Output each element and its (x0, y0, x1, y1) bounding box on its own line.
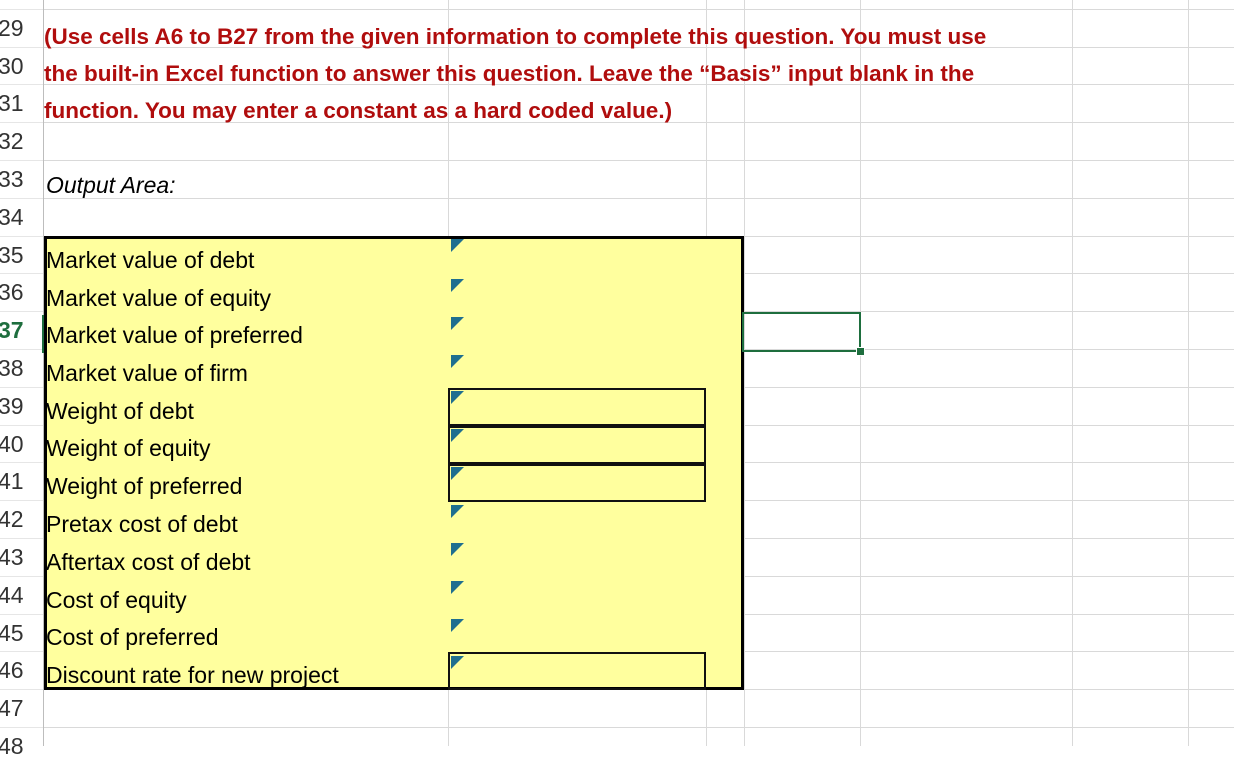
row-number-33[interactable]: 33 (0, 166, 24, 192)
row-header-separator (0, 236, 44, 237)
row-gridline (44, 122, 1234, 123)
instruction-line: the built-in Excel function to answer th… (44, 61, 975, 86)
instruction-line: (Use cells A6 to B27 from the given info… (44, 24, 987, 49)
row-header-separator (0, 198, 44, 199)
row-header-separator (0, 349, 44, 350)
row-header-separator (0, 425, 44, 426)
output-label-pretax-cost-debt[interactable]: Pretax cost of debt (46, 511, 238, 537)
row-number-47[interactable]: 47 (0, 695, 24, 721)
row-number-40[interactable]: 40 (0, 431, 24, 457)
active-row-indicator (42, 315, 45, 353)
row-number-29[interactable]: 29 (0, 15, 24, 41)
output-label-market-value-equity[interactable]: Market value of equity (46, 285, 272, 311)
row-header-separator (0, 47, 44, 48)
instruction-text: (Use cells A6 to B27 from the given info… (44, 0, 1204, 129)
row-number-37[interactable]: 37 (0, 317, 24, 343)
column-gridline (744, 0, 745, 746)
row-gridline (44, 727, 1234, 728)
row-number-31[interactable]: 31 (0, 90, 24, 116)
row-header-separator (0, 122, 44, 123)
comment-indicator-icon[interactable] (451, 429, 464, 442)
fill-handle[interactable] (856, 347, 865, 356)
row-number-36[interactable]: 36 (0, 279, 24, 305)
output-label-cost-preferred[interactable]: Cost of preferred (46, 624, 219, 650)
row-number-32[interactable]: 32 (0, 128, 24, 154)
row-header-edge (43, 0, 44, 746)
input-cell-weight-preferred[interactable] (448, 464, 706, 502)
row-number-28[interactable]: 28 (0, 0, 38, 9)
comment-indicator-icon[interactable] (451, 619, 464, 632)
comment-indicator-icon[interactable] (451, 505, 464, 518)
selected-cell[interactable] (742, 312, 861, 352)
row-header-separator (0, 84, 44, 85)
row-header-separator (0, 273, 44, 274)
output-label-aftertax-cost-debt[interactable]: Aftertax cost of debt (46, 549, 251, 575)
output-label-market-value-firm[interactable]: Market value of firm (46, 360, 248, 386)
output-label-weight-preferred[interactable]: Weight of preferred (46, 473, 243, 499)
row-number-38[interactable]: 38 (0, 355, 24, 381)
row-number-39[interactable]: 39 (0, 393, 24, 419)
comment-indicator-icon[interactable] (451, 391, 464, 404)
row-number-42[interactable]: 42 (0, 506, 24, 532)
column-gridline (860, 0, 861, 746)
row-number-30[interactable]: 30 (0, 53, 24, 79)
row-header-separator (0, 576, 44, 577)
row-number-43[interactable]: 43 (0, 544, 24, 570)
instruction-line: function. You may enter a constant as a … (44, 98, 673, 123)
row-gridline (44, 47, 1234, 48)
row-gridline (44, 198, 1234, 199)
output-label-discount-rate[interactable]: Discount rate for new project (46, 662, 339, 688)
comment-indicator-icon[interactable] (451, 656, 464, 669)
row-header-separator (0, 651, 44, 652)
output-label-weight-equity[interactable]: Weight of equity (46, 435, 211, 461)
output-label-weight-debt[interactable]: Weight of debt (46, 398, 194, 424)
comment-indicator-icon[interactable] (451, 279, 464, 292)
column-gridline (1072, 0, 1073, 746)
row-number-41[interactable]: 41 (0, 468, 24, 494)
row-header-separator (0, 160, 44, 161)
row-number-44[interactable]: 44 (0, 582, 24, 608)
row-number-34[interactable]: 34 (0, 204, 24, 230)
row-header-separator (0, 311, 44, 312)
comment-indicator-icon[interactable] (451, 239, 464, 252)
row-gridline (44, 84, 1234, 85)
row-header-separator (0, 462, 44, 463)
output-label-market-value-debt[interactable]: Market value of debt (46, 247, 255, 273)
comment-indicator-icon[interactable] (451, 355, 464, 368)
row-gridline (44, 9, 1234, 10)
output-area-label: Output Area: (46, 172, 176, 198)
comment-indicator-icon[interactable] (451, 543, 464, 556)
row-number-35[interactable]: 35 (0, 242, 24, 268)
row-header-separator (0, 500, 44, 501)
output-label-cost-equity[interactable]: Cost of equity (46, 587, 187, 613)
row-number-46[interactable]: 46 (0, 657, 24, 683)
column-gridline (1188, 0, 1189, 746)
row-header-separator (0, 387, 44, 388)
comment-indicator-icon[interactable] (451, 581, 464, 594)
input-cell-discount-rate[interactable] (448, 652, 706, 690)
row-header-separator (0, 538, 44, 539)
row-header-separator (0, 614, 44, 615)
comment-indicator-icon[interactable] (451, 317, 464, 330)
comment-indicator-icon[interactable] (451, 467, 464, 480)
row-number-48[interactable]: 48 (0, 733, 24, 759)
output-label-market-value-preferred[interactable]: Market value of preferred (46, 322, 303, 348)
row-number-45[interactable]: 45 (0, 620, 24, 646)
input-cell-weight-equity[interactable] (448, 426, 706, 464)
input-cell-weight-debt[interactable] (448, 388, 706, 426)
row-header-separator (0, 689, 44, 690)
row-header-separator (0, 9, 44, 10)
row-header-separator (0, 727, 44, 728)
row-gridline (44, 160, 1234, 161)
